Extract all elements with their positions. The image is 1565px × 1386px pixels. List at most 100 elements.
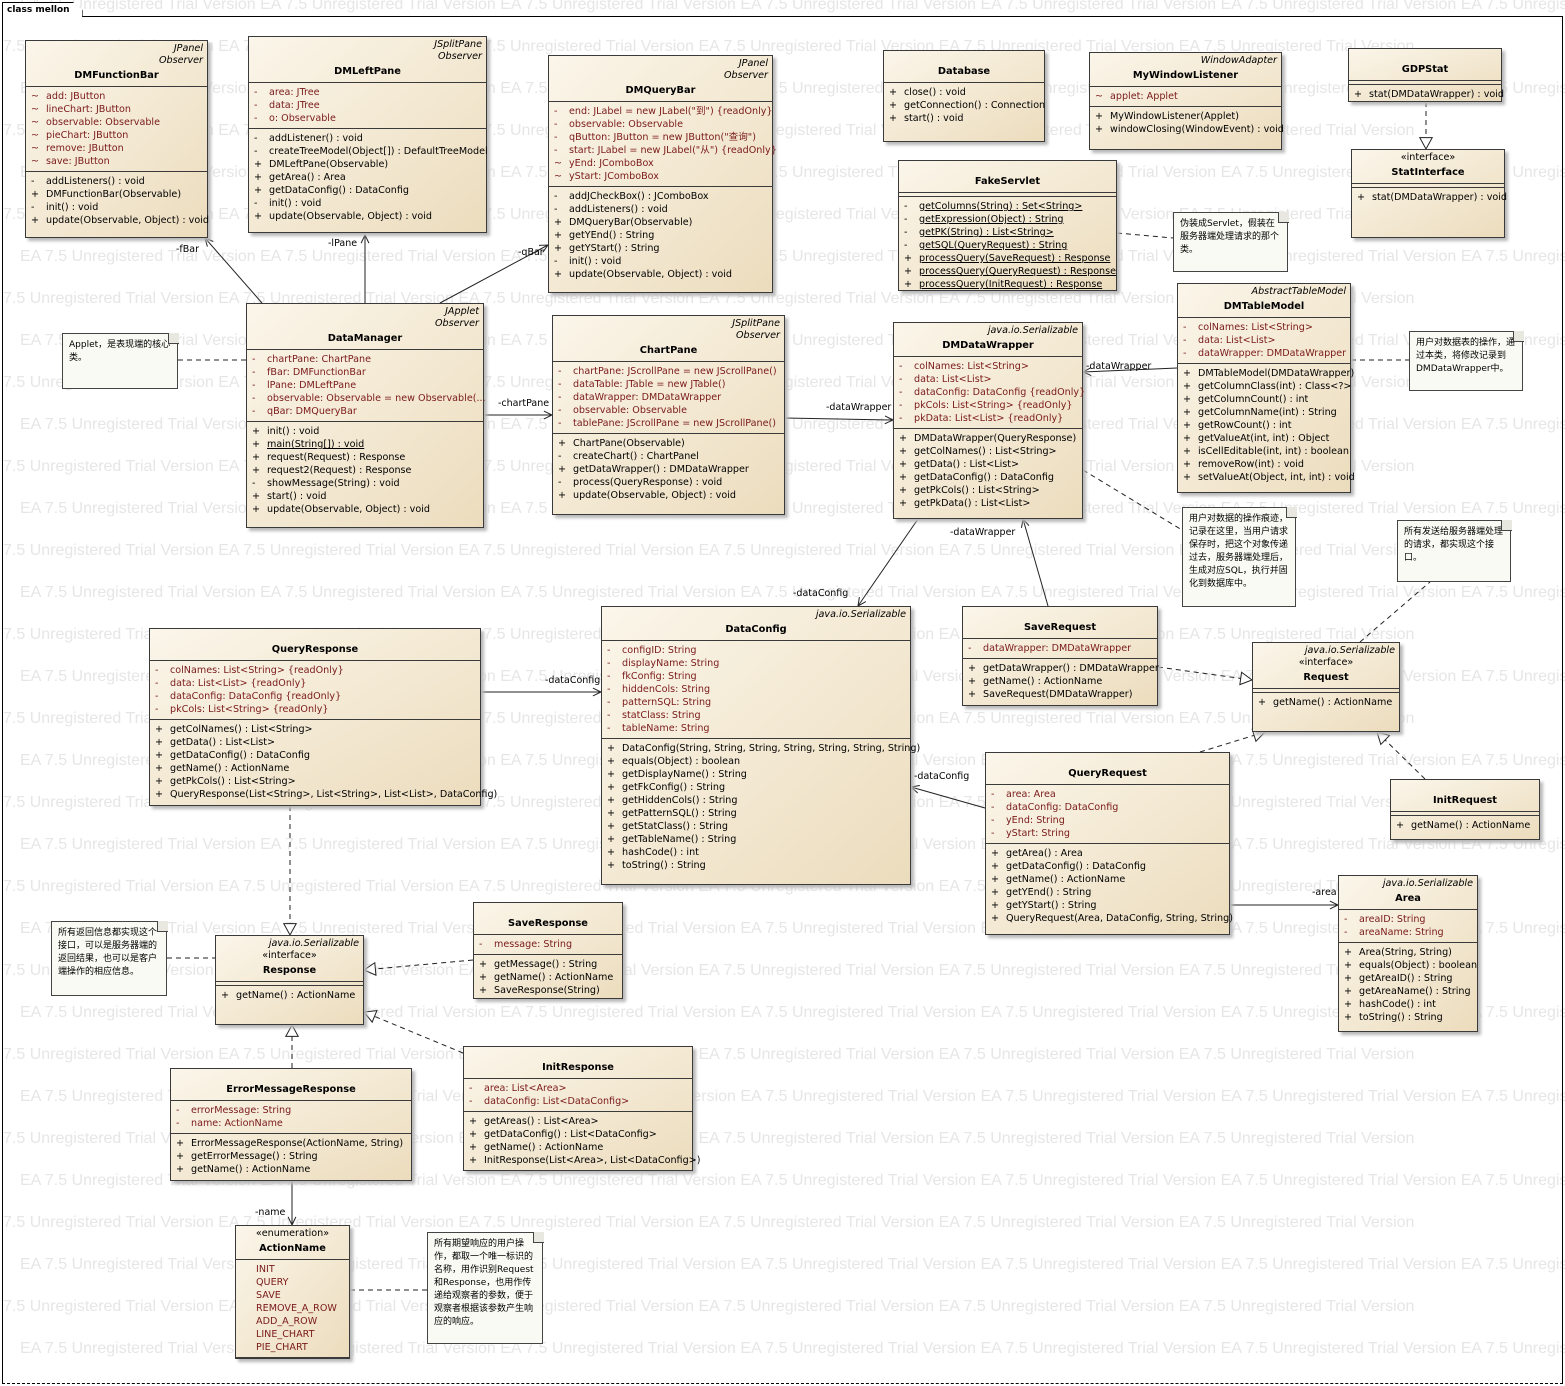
operation: +getPatternSQL() : String xyxy=(602,807,910,820)
member-text: dataWrapper: DMDataWrapper xyxy=(983,643,1132,654)
stereotype: java.io.Serializable xyxy=(1304,645,1395,656)
operation: +removeRow(int) : void xyxy=(1178,458,1350,471)
visibility-marker: + xyxy=(1396,820,1405,831)
member-text: getDataConfig() : DataConfig xyxy=(914,472,1054,483)
note-response[interactable]: 所有返回信息都实现这个接口，可以是服务器端的返回结果，也可以是客户端操作的相应信… xyxy=(51,921,167,996)
member-text: getRowCount() : int xyxy=(1198,420,1292,431)
class-query-response[interactable]: QueryResponse-colNames: List<String> {re… xyxy=(149,628,497,806)
operation: +getData() : List<List> xyxy=(894,458,1082,471)
association-line xyxy=(857,518,919,607)
member-text: errorMessage: String xyxy=(191,1105,292,1116)
class-init-response[interactable]: InitResponse-area: List<Area>-dataConfig… xyxy=(463,1046,700,1171)
class-init-request[interactable]: InitRequest+getName() : ActionName xyxy=(1390,779,1540,840)
member-text: fkConfig: String xyxy=(622,671,697,682)
operation: +DMLeftPane(Observable) xyxy=(249,158,486,171)
attributes-section: -colNames: List<String>-data: List<List>… xyxy=(894,356,1085,428)
class-save-request[interactable]: SaveRequest-dataWrapper: DMDataWrapper+g… xyxy=(962,606,1159,706)
member-text: start: JLabel = new JLabel("从") {readOnl… xyxy=(569,145,777,156)
visibility-marker: - xyxy=(1344,914,1348,925)
member-text: toString() : String xyxy=(1359,1012,1443,1023)
attribute: -name: ActionName xyxy=(171,1117,411,1130)
visibility-marker: - xyxy=(558,477,562,488)
attributes-section: -message: String xyxy=(474,934,622,954)
stereotype: java.io.Serializable xyxy=(1382,878,1473,889)
class-save-response[interactable]: SaveResponse-message: String+getMessage(… xyxy=(473,902,623,999)
attribute: -dataConfig: DataConfig {readOnly} xyxy=(894,386,1085,399)
visibility-marker: + xyxy=(889,100,898,111)
enum-literal: INIT xyxy=(256,1264,275,1275)
visibility-marker: + xyxy=(889,113,898,124)
note-tablemodel[interactable]: 用户对数据表的操作，通过本类，将修改记录到DMDataWrapper中。 xyxy=(1409,331,1523,391)
note-request[interactable]: 所有发送给服务器端处理的请求，都实现这个接口。 xyxy=(1397,520,1511,582)
class-database[interactable]: Database+close() : void+getConnection() … xyxy=(883,50,1045,142)
role-label-chartPane: -chartPane xyxy=(498,398,550,409)
note-fold-corner xyxy=(168,333,179,344)
operation: +toString() : String xyxy=(1339,1011,1477,1024)
visibility-marker: - xyxy=(899,400,903,411)
class-error-message-response[interactable]: ErrorMessageResponse-errorMessage: Strin… xyxy=(170,1068,412,1181)
visibility-marker: + xyxy=(252,452,261,463)
member-text: processQuery(QueryRequest) : Response xyxy=(919,266,1117,277)
visibility-marker: + xyxy=(554,269,563,280)
class-fake-servlet[interactable]: FakeServlet-getColumns(String) : Set<Str… xyxy=(898,160,1117,291)
member-text: remove: JButton xyxy=(46,143,124,154)
note-wrapper[interactable]: 用户对数据的操作痕迹，记录在这里，当用户请求保存时，把这个对象传递过去，服务器端… xyxy=(1182,507,1296,607)
member-text: SaveRequest(DMDataWrapper) xyxy=(983,689,1133,700)
operation: +getPkCols() : List<String> xyxy=(894,484,1082,497)
class-response[interactable]: java.io.Serializable«interface»Response+… xyxy=(215,935,364,1025)
class-request[interactable]: java.io.Serializable«interface»Request+g… xyxy=(1252,642,1400,732)
class-gdpstat[interactable]: GDPStat+stat(DMDataWrapper) : void xyxy=(1348,48,1504,102)
note-applet[interactable]: Applet，是表现端的核心类。 xyxy=(62,333,178,389)
member-text: processQuery(SaveRequest) : Response xyxy=(919,253,1111,264)
member-text: data: List<List> {readOnly} xyxy=(170,678,307,689)
visibility-marker: - xyxy=(254,198,258,209)
operation: +request(Request) : Response xyxy=(247,451,483,464)
visibility-marker: ~ xyxy=(1095,91,1104,102)
member-text: lPane: DMLeftPane xyxy=(267,380,357,391)
visibility-marker: + xyxy=(554,243,563,254)
visibility-marker: + xyxy=(607,834,616,845)
note-link-line xyxy=(1359,581,1431,643)
member-text: observable: Observable xyxy=(46,117,161,128)
visibility-marker: - xyxy=(558,405,562,416)
attribute: -dataWrapper: DMDataWrapper xyxy=(963,642,1157,655)
attributes-section: -errorMessage: String-name: ActionName xyxy=(171,1100,411,1133)
attributes-section: -colNames: List<String> {readOnly}-data:… xyxy=(150,660,480,719)
operation: +getName() : ActionName xyxy=(986,873,1229,886)
operation: +DMFunctionBar(Observable) xyxy=(26,188,207,201)
member-text: getSQL(QueryRequest) : String xyxy=(919,240,1068,251)
role-label-lPane: -lPane xyxy=(328,238,358,249)
operation: +getErrorMessage() : String xyxy=(171,1150,411,1163)
attribute: ~yEnd: JComboBox xyxy=(549,157,772,170)
member-text: qButton: JButton = new JButton("查询") xyxy=(569,132,756,143)
visibility-marker: + xyxy=(991,874,1000,885)
note-actionname[interactable]: 所有期望响应的用户操作，都取一个唯一标识的名称，用作识别Request和Resp… xyxy=(427,1232,543,1344)
member-text: dataConfig: DataConfig xyxy=(1006,802,1119,813)
visibility-marker: + xyxy=(558,438,567,449)
note-servlet[interactable]: 伪装成Servlet，假装在服务器端处理请求的那个类。 xyxy=(1173,212,1288,272)
visibility-marker: + xyxy=(31,215,40,226)
visibility-marker: - xyxy=(254,133,258,144)
operation: +start() : void xyxy=(884,112,1044,125)
class-stat-interface[interactable]: «interface»StatInterface+stat(DMDataWrap… xyxy=(1351,149,1507,238)
visibility-marker: - xyxy=(554,132,558,143)
class-header: «enumeration»ActionName xyxy=(236,1226,349,1259)
visibility-marker: + xyxy=(1344,973,1353,984)
realization-arrowhead xyxy=(363,1010,378,1024)
member-text: ErrorMessageResponse(ActionName, String) xyxy=(191,1138,404,1149)
attribute: -lPane: DMLeftPane xyxy=(247,379,483,392)
class-query-request[interactable]: QueryRequest-area: Area-dataConfig: Data… xyxy=(985,752,1233,935)
